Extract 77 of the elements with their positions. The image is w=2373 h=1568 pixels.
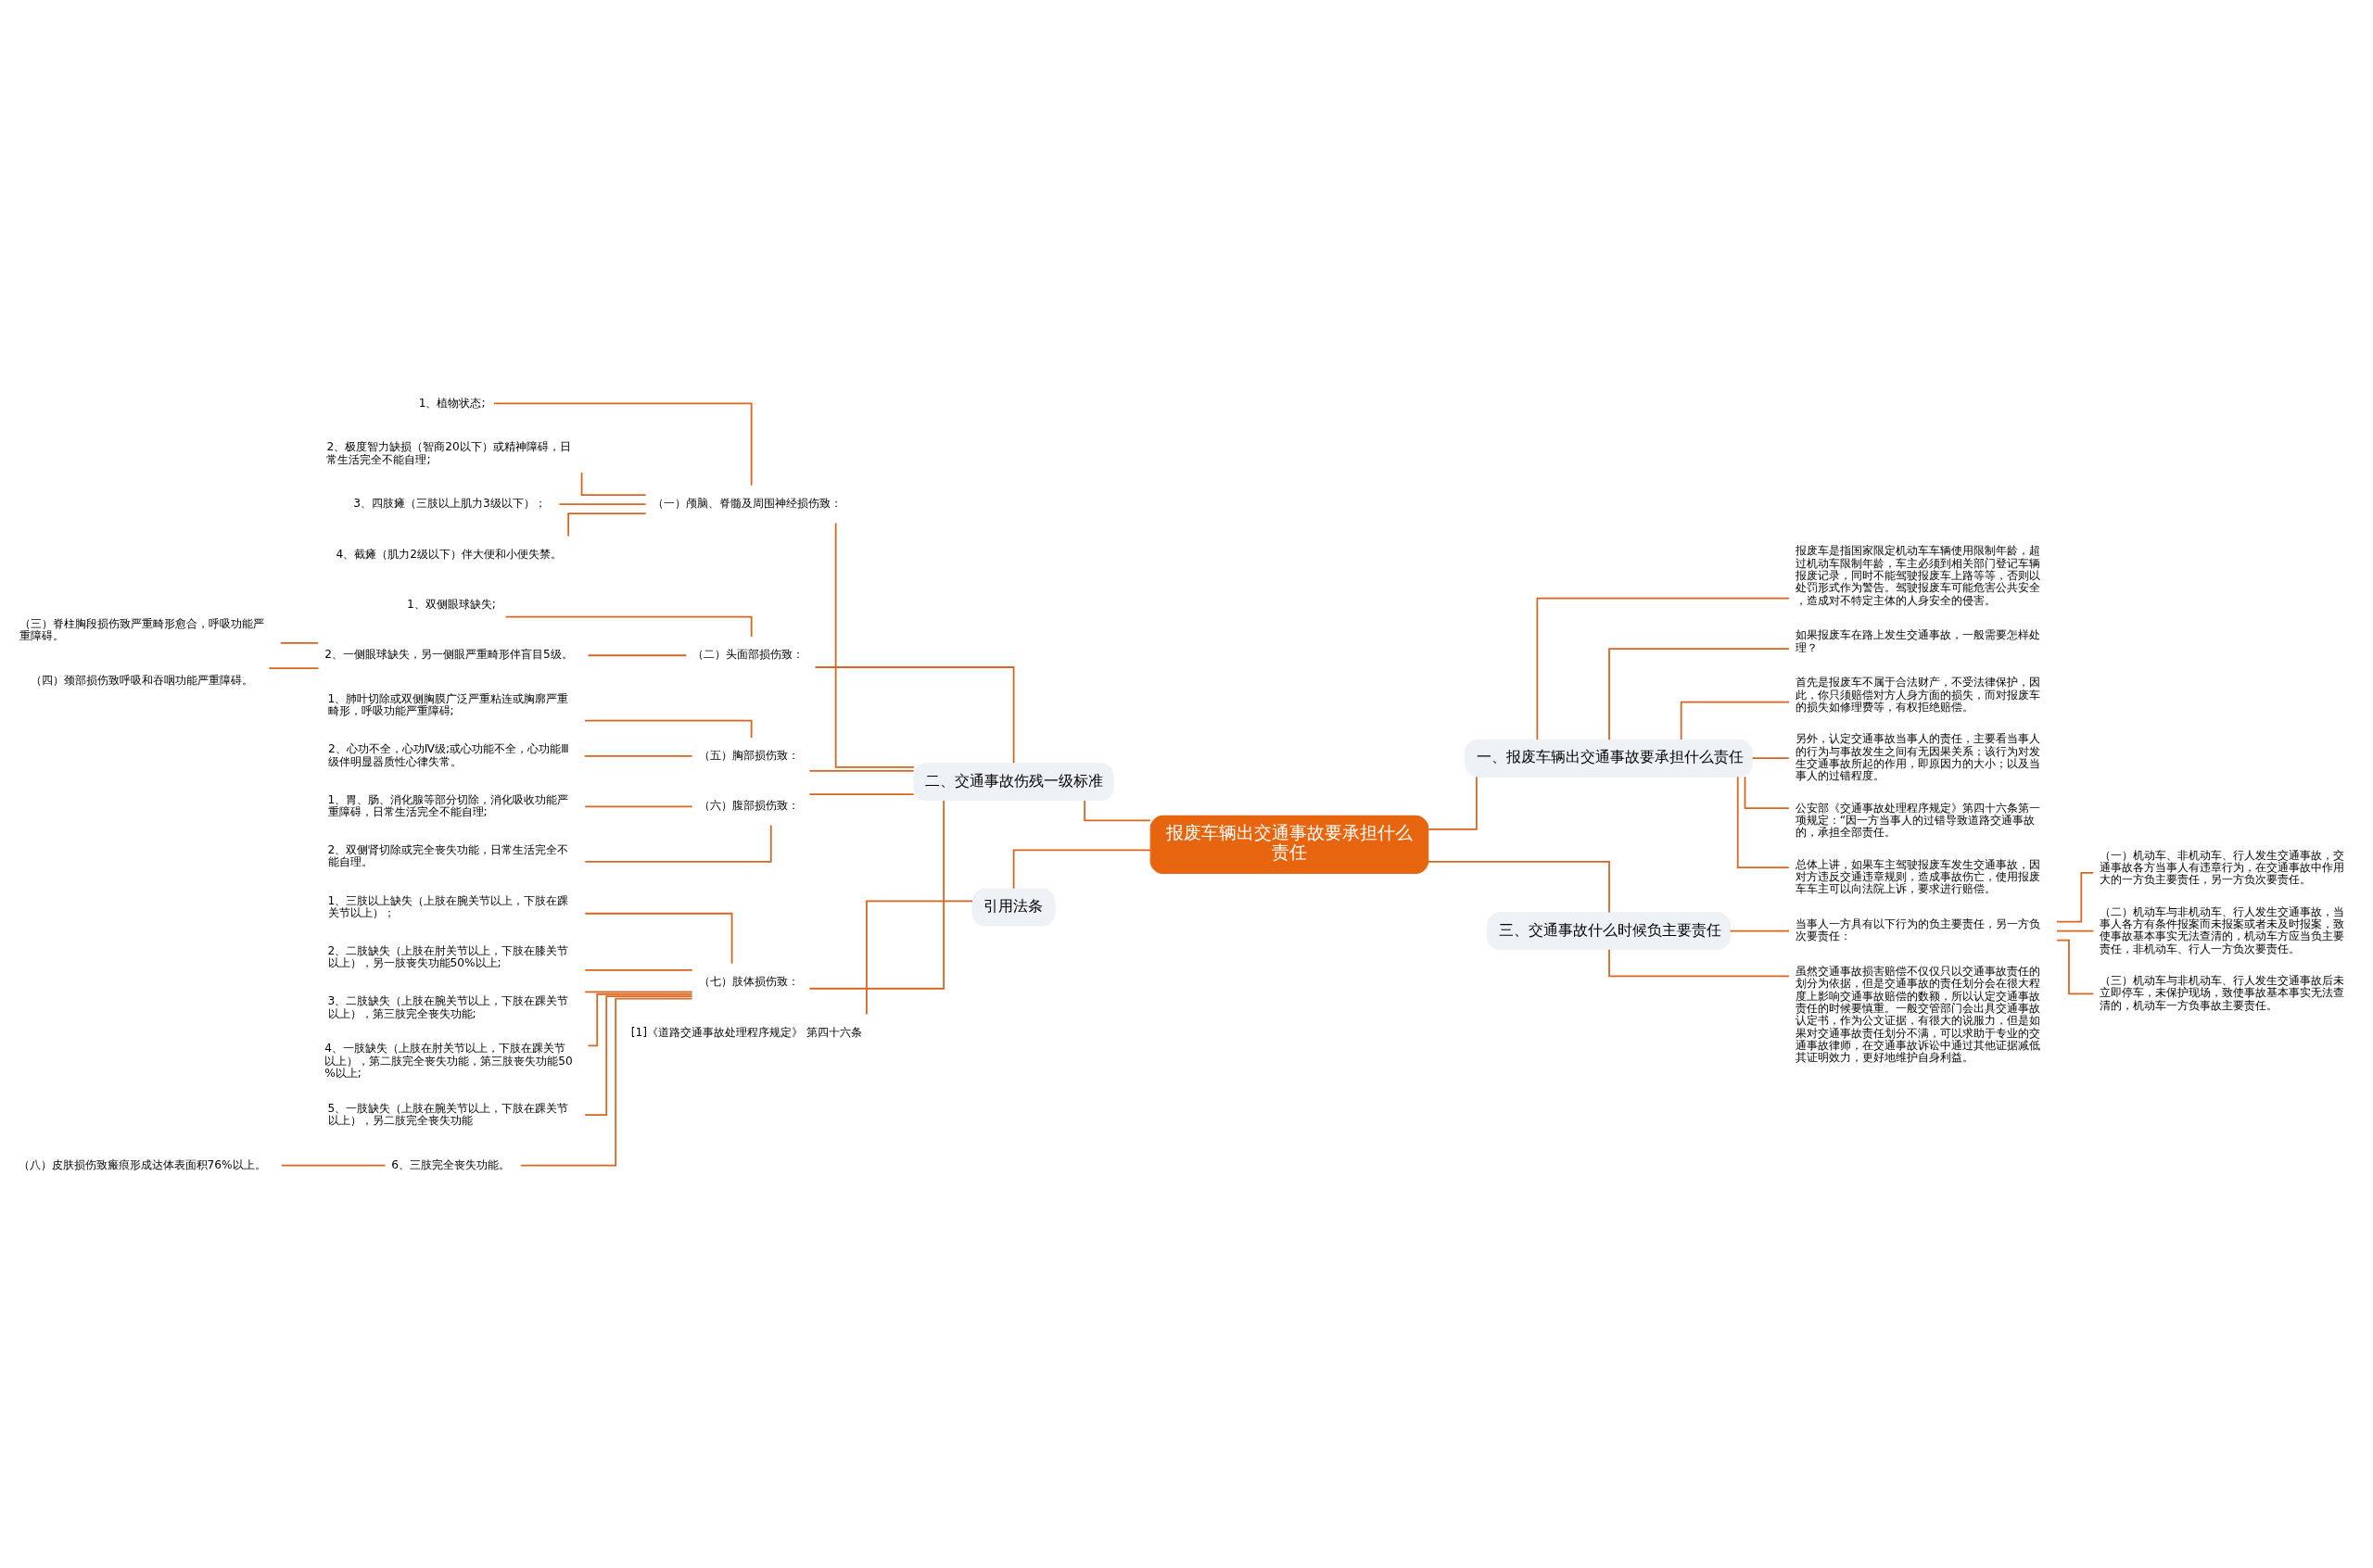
connector	[587, 993, 693, 1046]
connector	[584, 912, 733, 965]
connector	[808, 799, 945, 990]
node-text: 另外，认定交通事故当事人的责任，主要看当事人的行为与事故发生之间有无因果关系；该行为对发生交通事故所起的作用，即原因力的大小；以及当事人的过错程度。	[1795, 731, 2040, 782]
connector	[584, 990, 693, 993]
connector	[2056, 929, 2095, 931]
connector	[1012, 848, 1151, 890]
node-text: 2、极度智力缺损（智商20以下）或精神障碍，日常生活完全不能自理;	[326, 439, 571, 466]
node-text: 5、一肢缺失（上肢在腕关节以上，下肢在踝关节以上），另二肢完全丧失功能	[327, 1101, 569, 1127]
node-text: （七）肢体损伤致：	[698, 974, 799, 988]
node-text: （一）颅脑、脊髓及周围神经损伤致：	[652, 496, 842, 510]
connector	[808, 769, 915, 772]
connector	[584, 824, 772, 863]
connector	[520, 997, 693, 1166]
connector	[808, 792, 915, 795]
connector	[1729, 929, 1790, 931]
node-text: 2、二肢缺失（上肢在肘关节以上，下肢在膝关节以上），另一肢丧失功能50%以上;	[327, 943, 569, 969]
node-text: 1、双侧眼球缺失;	[406, 597, 496, 611]
connector	[1428, 775, 1478, 830]
connector	[1680, 701, 1790, 740]
connector	[558, 502, 647, 505]
node-box: 引用法条	[971, 888, 1056, 927]
connector	[834, 522, 915, 768]
node-text: 4、截瘫（肌力2级以下）伴大便和小便失禁。	[336, 547, 562, 561]
node-text: 1、肺叶切除或双侧胸膜广泛严重粘连或胸廓严重畸形，呼吸功能严重障碍;	[327, 691, 569, 717]
connector	[584, 994, 693, 1116]
connector	[1751, 756, 1790, 759]
connector	[814, 665, 1015, 764]
node-text: （三）脊柱胸段损伤致严重畸形愈合，呼吸功能严重障碍。	[19, 616, 264, 642]
connector	[268, 666, 320, 669]
connector	[1608, 647, 1790, 740]
connector	[587, 653, 688, 656]
connector	[580, 471, 647, 496]
node-text: （八）皮肤损伤致瘢痕形成达体表面积76%以上。	[18, 1157, 266, 1171]
node-box: 三、交通事故什么时候负主要责任	[1487, 911, 1731, 950]
node-text: 3、四肢瘫（三肢以上肌力3级以下）；	[353, 496, 546, 510]
node-text: 1、胃、肠、消化腺等部分切除，消化吸收功能严重障碍，日常生活完全不能自理;	[327, 792, 569, 818]
connector	[866, 900, 973, 1015]
connector	[1427, 860, 1610, 913]
node-text: 虽然交通事故损害赔偿不仅仅只以交通事故责任的划分为依据，但是交通事故的责任划分会在很大程度上影响交通事故赔偿的数额，所以认定交通事故责任的时候要慎重。一般交管部门会出具交通事故认定书，作为公文证据，有很大的说服力，但是如果对交通事故责任划分不满，可以求助于专业的交通事故律师，在交通事故诉讼中通过其他证据减低其证明效力，更好地维护自身利益。	[1795, 964, 2040, 1064]
connector	[583, 754, 693, 757]
node-text: 报废车是指国家限定机动车车辆使用限制年龄，超过机动车限制年龄，车主必须到相关部门登记车辆报废记录，同时不能驾驶报废车上路等等，否则以处罚形式作为警告。驾驶报废车可能危害公共安全，造成对不特定主体的人身安全的侵害。	[1795, 543, 2040, 607]
node-text: 当事人一方具有以下行为的负主要责任，另一方负次要责任：	[1795, 917, 2040, 942]
node-box: 报废车辆出交通事故要承担什么责任	[1149, 815, 1429, 874]
node-text: 首先是报废车不属于合法财产，不受法律保护，因此，你只须赔偿对方人身方面的损失，而对报废车的损失如修理费等，有权拒绝赔偿。	[1795, 675, 2040, 714]
connector	[279, 641, 319, 644]
node-text: （三）机动车与非机动车、行人发生交通事故后未立即停车，未保护现场，致使事故基本事实无法查清的，机动车一方负事故主要责任。	[2100, 973, 2345, 1012]
node-text: （一）机动车、非机动车、行人发生交通事故，交通事故各方当事人有违章行为，在交通事故中作用大的一方负主要责任，另一方负次要责任。	[2100, 848, 2345, 886]
node-text: （六）腹部损伤致：	[698, 798, 799, 812]
connector	[1744, 775, 1790, 809]
node-text: [1]《道路交通事故处理程序规定》 第四十六条	[630, 1025, 862, 1039]
node-text: 1、植物状态;	[418, 396, 486, 410]
connector	[584, 968, 693, 971]
connector	[1536, 597, 1790, 740]
connector	[280, 1164, 387, 1166]
node-text: 1、三肢以上缺失（上肢在腕关节以上，下肢在踝关节以上）；	[327, 893, 569, 919]
node-text: （五）胸部损伤致：	[698, 748, 799, 762]
node-text: 2、双侧肾切除或完全丧失功能，日常生活完全不能自理。	[327, 842, 569, 868]
node-text: 3、二肢缺失（上肢在腕关节以上，下肢在踝关节以上），第三肢完全丧失功能;	[327, 993, 569, 1020]
connector	[1608, 948, 1790, 977]
node-text: 如果报废车在路上发生交通事故，一般需要怎样处理？	[1795, 627, 2040, 654]
node-text: 2、心功不全，心功Ⅳ级;或心功能不全，心功能Ⅲ级伴明显器质性心律失常。	[328, 741, 569, 768]
node-text: 4、一肢缺失（上肢在肘关节以上，下肢在踝关节以上），第二肢完全丧失功能，第三肢丧失功能50%以上;	[324, 1041, 573, 1080]
node-text: 总体上讲，如果车主驾驶报废车发生交通事故，因对方违反交通违章规则，造成事故伤亡，使用报废车车主可以向法院上诉，要求进行赔偿。	[1795, 857, 2040, 895]
node-text: 2、一侧眼球缺失，另一侧眼严重畸形伴盲目5级。	[324, 647, 573, 661]
node-text: （四）颈部损伤致呼吸和吞咽功能严重障碍。	[30, 673, 253, 687]
node-box: 二、交通事故伤残一级标准	[913, 762, 1114, 801]
connector	[567, 512, 647, 537]
connector	[493, 402, 753, 487]
node-text: （二）头面部损伤致：	[692, 647, 805, 661]
node-text: 6、三肢完全丧失功能。	[391, 1157, 511, 1171]
connector	[1736, 775, 1790, 868]
connector	[584, 804, 693, 807]
node-text: （二）机动车与非机动车、行人发生交通事故，当事人各方有条件报案而未报案或者未及时报案，致使事故基本事实无法查清的，机动车方应当负主要责任，非机动车、行人一方负次要责任。	[2100, 904, 2345, 955]
connector	[1084, 799, 1151, 821]
node-text: 公安部《交通事故处理程序规定》第四十六条第一项规定：“因一方当事人的过错导致道路交通事故的，承担全部责任。	[1795, 801, 2040, 839]
node-box: 一、报废车辆出交通事故要承担什么责任	[1465, 739, 1753, 778]
